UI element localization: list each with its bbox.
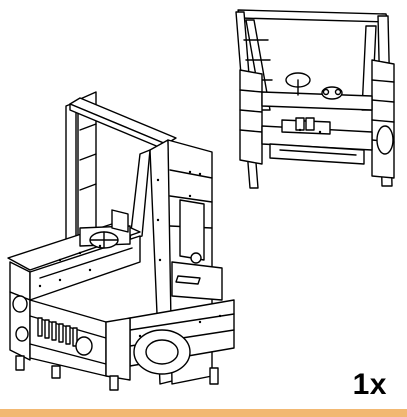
quantity-label: 1x (352, 368, 387, 401)
accent-bar (0, 409, 407, 417)
